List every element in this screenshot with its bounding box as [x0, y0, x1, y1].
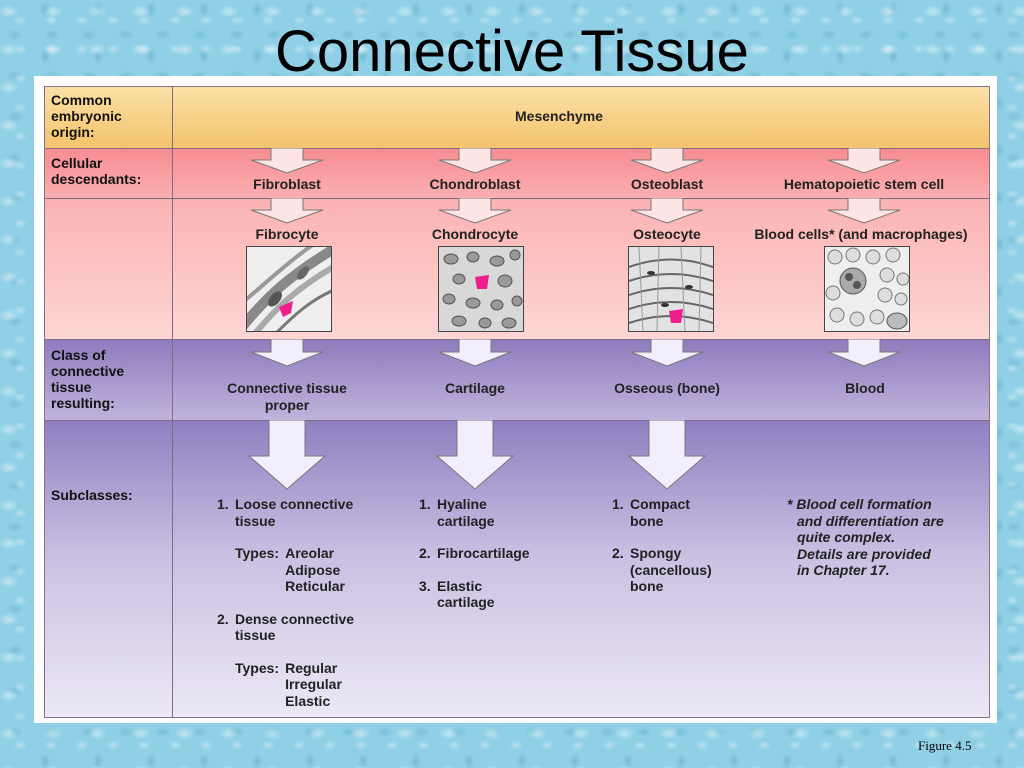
subclasses-cartilage: 1.Hyaline cartilage 2.Fibrocartilage 3.E… — [419, 496, 530, 610]
arrow-down-icon — [827, 198, 901, 224]
cell-chondrocyte: Chondrocyte — [431, 226, 519, 242]
row-label-origin: Common embryonic origin: — [51, 92, 122, 140]
cell-osteocyte: Osteocyte — [633, 226, 701, 242]
arrow-down-icon — [827, 339, 901, 367]
arrow-down-icon — [438, 148, 512, 174]
figure-card: Common embryonic origin: Cellular descen… — [34, 76, 997, 723]
arrow-down-icon — [438, 198, 512, 224]
cell-fibroblast: Fibroblast — [253, 176, 321, 192]
row-divider — [45, 148, 989, 149]
loose-types: Types: Areolar Adipose Reticular — [235, 545, 346, 594]
class-connective-tissue-proper: Connective tissue proper — [227, 380, 347, 413]
pointer-icon — [669, 309, 683, 323]
arrow-down-icon — [630, 148, 704, 174]
arrow-down-icon — [627, 420, 707, 490]
arrow-down-icon — [250, 198, 324, 224]
arrow-down-icon — [630, 339, 704, 367]
subclass-dense: 2.Dense connective — [217, 610, 355, 627]
row-label-sub: Subclasses: — [51, 487, 133, 503]
cell-osteoblast: Osteoblast — [630, 176, 704, 192]
subclass-fibrocartilage: 2.Fibrocartilage — [419, 545, 530, 561]
arrow-down-icon — [438, 339, 512, 367]
band-embryonic-origin — [45, 87, 989, 148]
row-divider — [45, 420, 989, 421]
class-cartilage: Cartilage — [445, 380, 505, 396]
subclass-loose: 1.Loose connective — [217, 496, 354, 512]
subclass-compact: 1.Compact — [612, 496, 690, 512]
cell-hematopoietic-stem-cell: Hematopoietic stem cell — [783, 176, 945, 192]
cell-blood-cells: Blood cells* (and macrophages) — [754, 226, 968, 242]
dense-types: Types: Regular Irregular Elastic — [235, 659, 342, 709]
blood-cells-micrograph — [824, 246, 910, 332]
class-osseous-bone: Osseous (bone) — [614, 380, 720, 396]
arrow-down-icon — [630, 198, 704, 224]
row-divider — [45, 198, 989, 199]
page-title: Connective Tissue — [275, 19, 749, 84]
pointer-icon — [279, 301, 293, 317]
subclass-elastic: 3.Elastic — [419, 577, 483, 594]
column-divider — [172, 87, 173, 717]
chondrocyte-micrograph — [438, 246, 524, 332]
blood-footnote: * Blood cell formation and differentiati… — [787, 496, 944, 578]
connective-tissue-diagram: Common embryonic origin: Cellular descen… — [44, 86, 990, 718]
mesenchyme-label: Mesenchyme — [515, 108, 603, 124]
arrow-down-icon — [247, 420, 327, 490]
row-label-cells: Cellular descendants: — [51, 155, 142, 187]
row-divider — [45, 339, 989, 340]
class-blood: Blood — [845, 380, 885, 396]
subclasses-bone: 1.Compact bone 2.Spongy (cancellous) bon… — [612, 496, 712, 594]
arrow-down-icon — [250, 148, 324, 174]
subclass-hyaline: 1.Hyaline — [419, 496, 487, 512]
arrow-down-icon — [250, 339, 324, 367]
arrow-down-icon — [827, 148, 901, 174]
arrow-down-icon — [435, 420, 515, 490]
subclasses-proper: 1.Loose connective tissue Types: Areolar… — [217, 496, 355, 709]
figure-reference: Figure 4.5 — [918, 738, 972, 753]
band-subclasses — [45, 420, 989, 717]
pointer-icon — [475, 275, 489, 289]
cell-chondroblast: Chondroblast — [429, 176, 521, 192]
row-label-class: Class of connective tissue resulting: — [51, 347, 125, 411]
subclass-spongy: 2.Spongy — [612, 545, 682, 561]
cell-fibrocyte: Fibrocyte — [255, 226, 319, 242]
osteocyte-micrograph — [628, 246, 714, 332]
fibrocyte-micrograph — [246, 246, 332, 332]
